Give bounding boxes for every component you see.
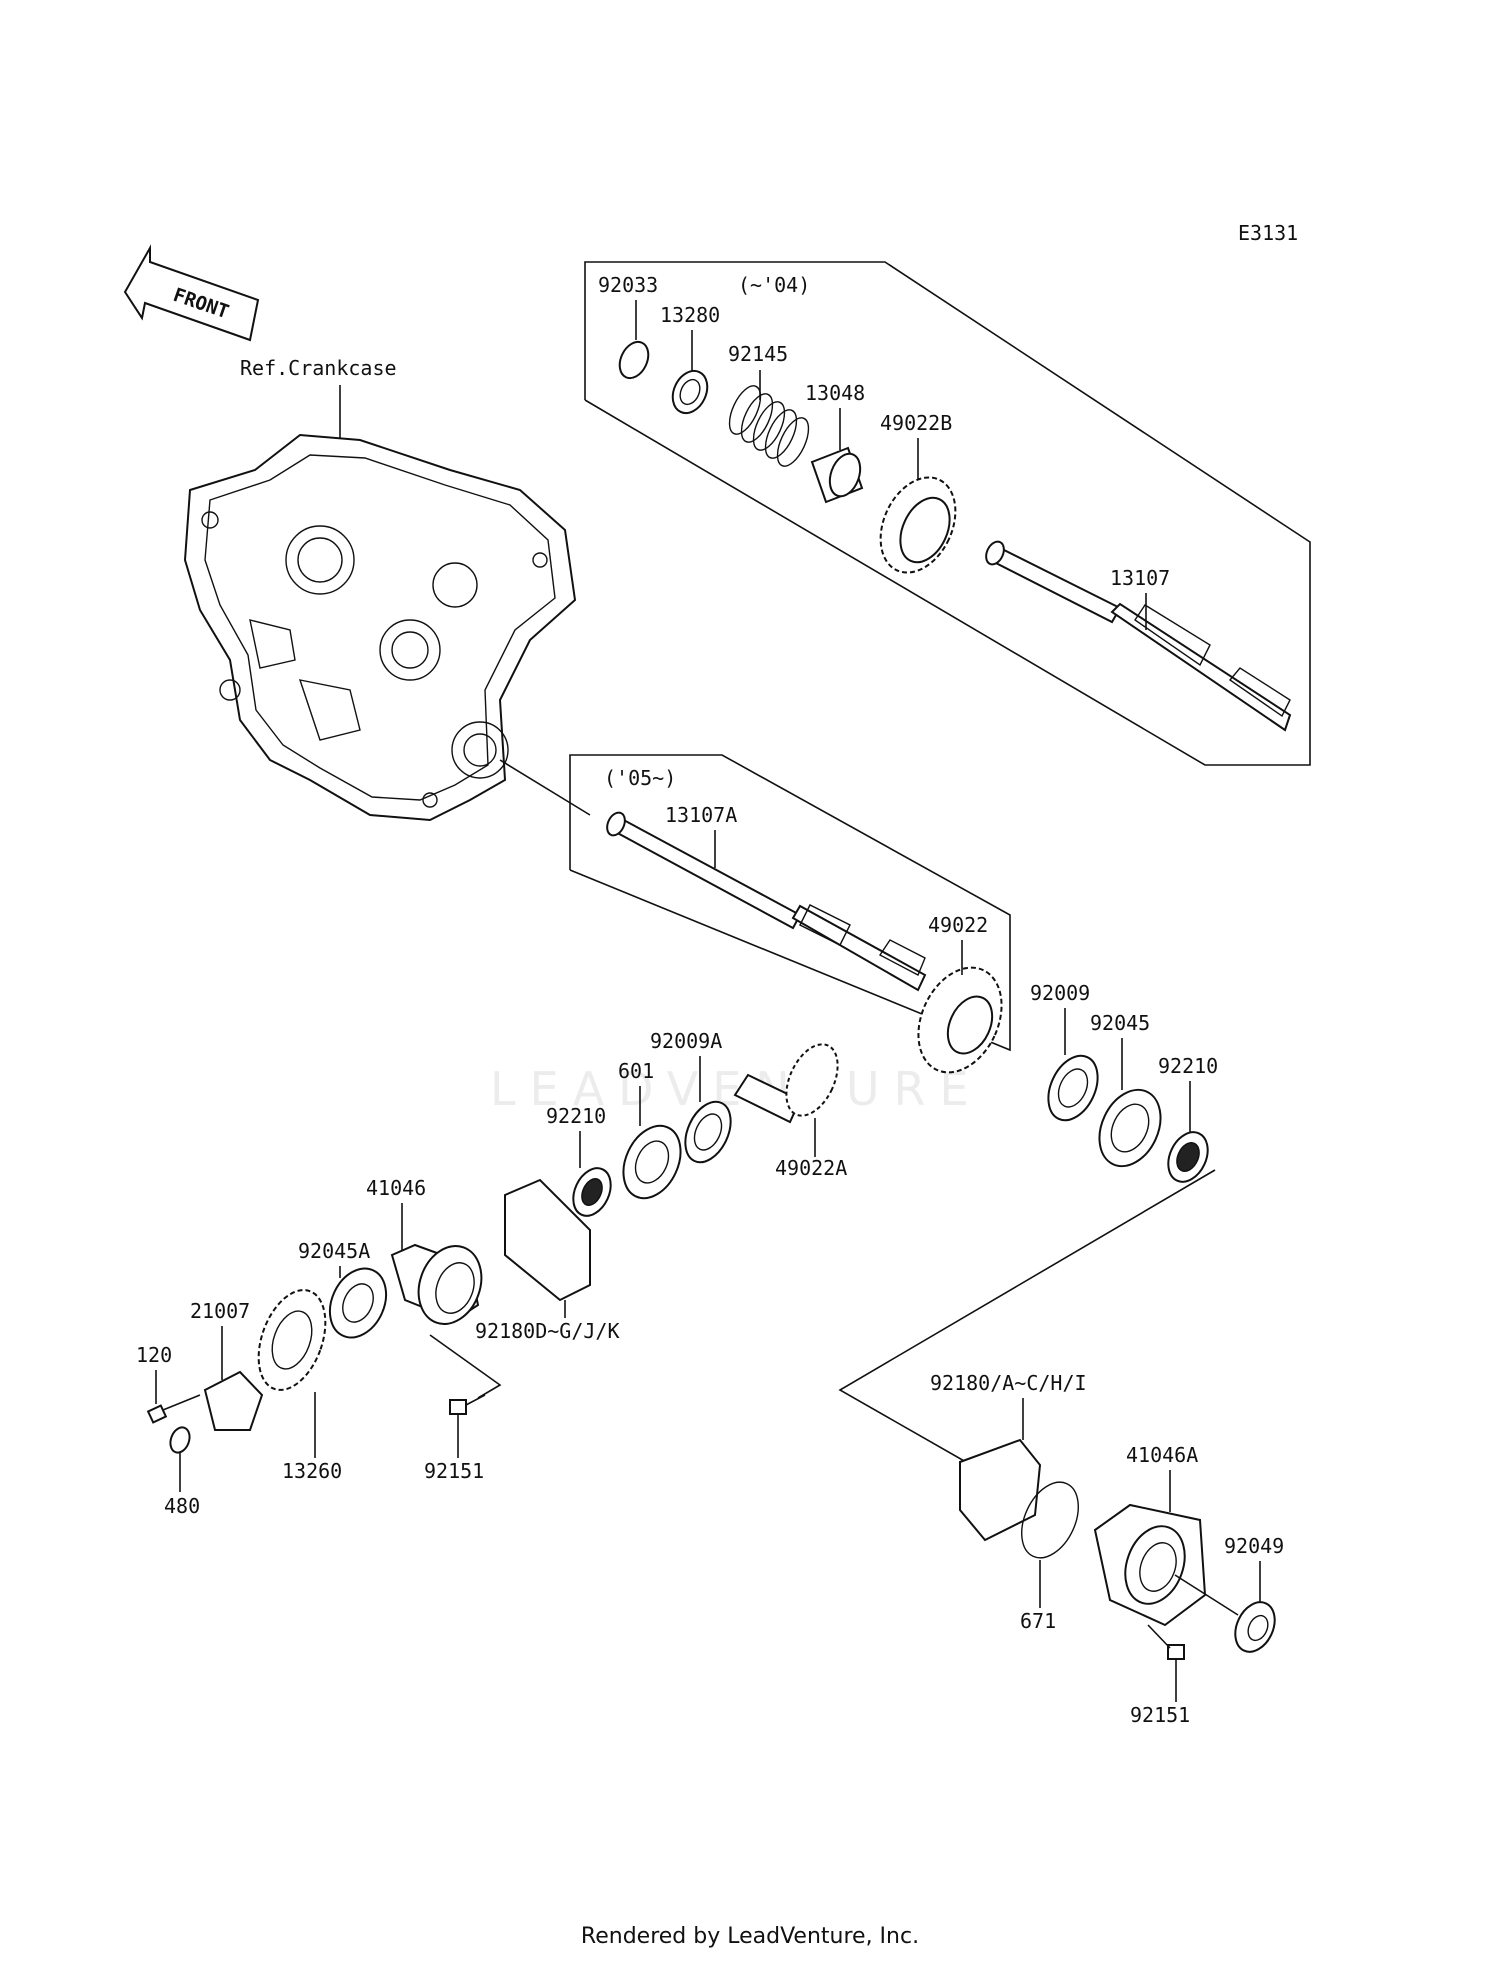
svg-text:92009A: 92009A <box>650 1029 722 1053</box>
part-label: 13107A <box>665 803 737 868</box>
part-label: 41046A <box>1126 1443 1198 1512</box>
svg-text:13048: 13048 <box>805 381 865 405</box>
svg-text:92151: 92151 <box>424 1459 484 1483</box>
part-label: 120 <box>136 1343 172 1404</box>
svg-text:49022B: 49022B <box>880 411 952 435</box>
bearing-icon <box>1098 1088 1162 1168</box>
bolt-icon <box>1147 1624 1185 1660</box>
o-ring-icon <box>1021 1481 1079 1559</box>
svg-text:92009: 92009 <box>1030 981 1090 1005</box>
part-label: 601 <box>618 1059 654 1126</box>
group-late-label: ('05~) <box>604 766 676 790</box>
part-label: 49022A <box>775 1118 847 1180</box>
bearing-icon <box>622 1124 682 1200</box>
svg-text:92033: 92033 <box>598 273 658 297</box>
svg-text:92210: 92210 <box>546 1104 606 1128</box>
svg-text:92180D~G/J/K: 92180D~G/J/K <box>475 1319 620 1343</box>
svg-text:92049: 92049 <box>1224 1534 1284 1558</box>
svg-text:13107: 13107 <box>1110 566 1170 590</box>
svg-text:41046: 41046 <box>366 1176 426 1200</box>
housing-icon <box>1093 1503 1207 1627</box>
svg-text:120: 120 <box>136 1343 172 1367</box>
svg-text:92045: 92045 <box>1090 1011 1150 1035</box>
part-label: 13048 <box>805 381 865 450</box>
reference-label: Ref.Crankcase <box>240 356 397 380</box>
svg-text:92151: 92151 <box>1130 1703 1190 1727</box>
svg-text:92045A: 92045A <box>298 1239 370 1263</box>
svg-text:13107A: 13107A <box>665 803 737 827</box>
part-label: 13107 <box>1110 566 1170 630</box>
part-label: 92180/A~C/H/I <box>930 1371 1087 1440</box>
svg-text:92145: 92145 <box>728 342 788 366</box>
shaft-icon <box>606 811 927 992</box>
svg-text:21007: 21007 <box>190 1299 250 1323</box>
snap-ring-icon <box>618 340 650 380</box>
svg-text:13260: 13260 <box>282 1459 342 1483</box>
svg-text:49022A: 49022A <box>775 1156 847 1180</box>
part-label: 13260 <box>282 1392 342 1483</box>
part-label: 92009A <box>650 1029 722 1102</box>
gear-icon <box>917 966 1003 1074</box>
part-label: 92045A <box>298 1239 370 1278</box>
part-label: 92151 <box>424 1414 484 1483</box>
shaft-icon <box>985 540 1292 732</box>
group-box-early <box>584 261 1311 766</box>
part-label: 92210 <box>1158 1054 1218 1132</box>
part-label: 92210 <box>546 1104 606 1168</box>
diagram-code: E3131 <box>1238 221 1298 245</box>
gasket-icon <box>959 1438 1042 1542</box>
bolt-icon <box>449 1394 486 1415</box>
gear-icon <box>879 476 957 574</box>
part-label: 92151 <box>1130 1659 1190 1727</box>
svg-text:671: 671 <box>1020 1609 1056 1633</box>
front-arrow-icon: FRONT <box>123 244 260 342</box>
svg-text:480: 480 <box>164 1494 200 1518</box>
part-label: 480 <box>164 1453 200 1518</box>
svg-text:92210: 92210 <box>1158 1054 1218 1078</box>
part-label: 21007 <box>190 1299 250 1380</box>
part-label: 671 <box>1020 1560 1056 1633</box>
gear-icon <box>733 1043 839 1124</box>
housing-icon <box>390 1243 483 1325</box>
part-label: 49022 <box>928 913 988 975</box>
svg-text:13280: 13280 <box>660 303 720 327</box>
group-early-label: (~'04) <box>738 273 810 297</box>
bolt-icon <box>146 1394 201 1424</box>
crankcase-drawing <box>183 433 577 822</box>
watermark-text: LEADVENTURE <box>490 1062 983 1116</box>
part-label: 92049 <box>1224 1534 1284 1602</box>
part-label: 92145 <box>728 342 788 400</box>
part-label: 13280 <box>660 303 720 372</box>
footer-credit: Rendered by LeadVenture, Inc. <box>580 1924 920 1949</box>
part-label: 49022B <box>880 411 952 480</box>
part-label: 92180D~G/J/K <box>475 1300 620 1343</box>
part-label: 92009 <box>1030 981 1090 1055</box>
svg-text:92180/A~C/H/I: 92180/A~C/H/I <box>930 1371 1087 1395</box>
part-label: 92033 <box>598 273 658 340</box>
svg-text:49022: 49022 <box>928 913 988 937</box>
part-label: 92045 <box>1090 1011 1150 1090</box>
svg-text:601: 601 <box>618 1059 654 1083</box>
spring-icon <box>728 385 810 467</box>
bearing-icon <box>328 1267 388 1339</box>
gear-icon <box>257 1289 327 1391</box>
part-label: 41046 <box>366 1176 426 1250</box>
gasket-icon <box>504 1178 591 1302</box>
svg-text:41046A: 41046A <box>1126 1443 1198 1467</box>
